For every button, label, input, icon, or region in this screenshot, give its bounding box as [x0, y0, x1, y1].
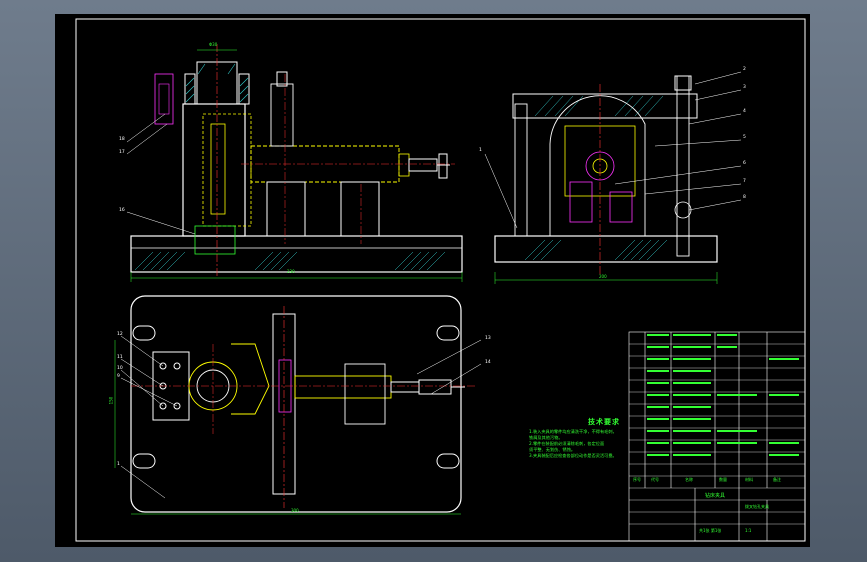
dim-top-bore: Φ30: [209, 42, 218, 47]
plan-view: [114, 295, 482, 515]
tech-line-3: 2.零件在装配前必须清除毛刺，各定位面: [529, 441, 605, 446]
tb-header-code: 代号: [651, 477, 659, 482]
tb-header-note: 备注: [773, 477, 781, 482]
ref-front-18: 18: [119, 137, 125, 142]
tech-line-4: 须平整、无划伤、锈蚀。: [529, 447, 576, 452]
drawing-sheet: 230 200 300 150 Φ30 2 3 4 5 6 7 8 1 18 1…: [55, 14, 810, 547]
ref-plan-13: 13: [485, 336, 491, 341]
dim-plan-width: 300: [291, 508, 299, 513]
tb-drawing-no: 拨叉钻孔夹具: [745, 504, 769, 509]
ref-front-16: 16: [119, 208, 125, 213]
ref-side-4: 5: [743, 135, 746, 140]
tb-sheet: 共1张 第1张: [699, 528, 722, 533]
ref-plan-10: 10: [117, 366, 123, 371]
ref-side-5: 6: [743, 161, 746, 166]
ref-side-6: 7: [743, 179, 746, 184]
ref-side-1: 2: [743, 67, 746, 72]
tb-header-material: 材料: [745, 477, 753, 482]
title-block-fill: [647, 334, 799, 456]
ref-side-8: 1: [479, 148, 482, 153]
tb-header-qty: 数量: [719, 477, 727, 482]
ref-side-7: 8: [743, 195, 746, 200]
dim-plan-height: 150: [108, 396, 114, 405]
ref-side-2: 3: [743, 85, 746, 90]
tech-line-5: 3.夹具装配后应检查各部位动作是否灵活可靠。: [529, 453, 617, 458]
tech-line-2: 铁屑及其他污物。: [529, 435, 563, 440]
side-view: [484, 71, 742, 284]
ref-plan-9: 9: [117, 374, 120, 379]
ref-plan-11: 11: [117, 355, 123, 360]
tb-header-seq: 序号: [633, 477, 641, 482]
ref-plan-14: 14: [485, 360, 491, 365]
ref-plan-12: 12: [117, 332, 123, 337]
dim-front-width: 230: [287, 269, 295, 274]
ref-plan-1: 1: [117, 462, 120, 467]
title-block: [628, 331, 806, 542]
tb-scale: 1:1: [745, 528, 752, 533]
tb-drawing-name: 钻床夹具: [705, 493, 726, 499]
ref-front-17: 17: [119, 150, 125, 155]
tb-header-name: 名称: [685, 477, 693, 482]
tech-requirements-title: 技术要求: [588, 418, 620, 426]
ref-side-3: 4: [743, 109, 746, 114]
front-view: [126, 44, 463, 282]
tech-line-1: 1.装入夹具的零件均应清洗干净，不得有毛刺，: [529, 429, 617, 434]
inner-frame: [75, 18, 806, 542]
cad-drawing: [75, 18, 806, 542]
dim-side-width: 200: [599, 274, 607, 279]
